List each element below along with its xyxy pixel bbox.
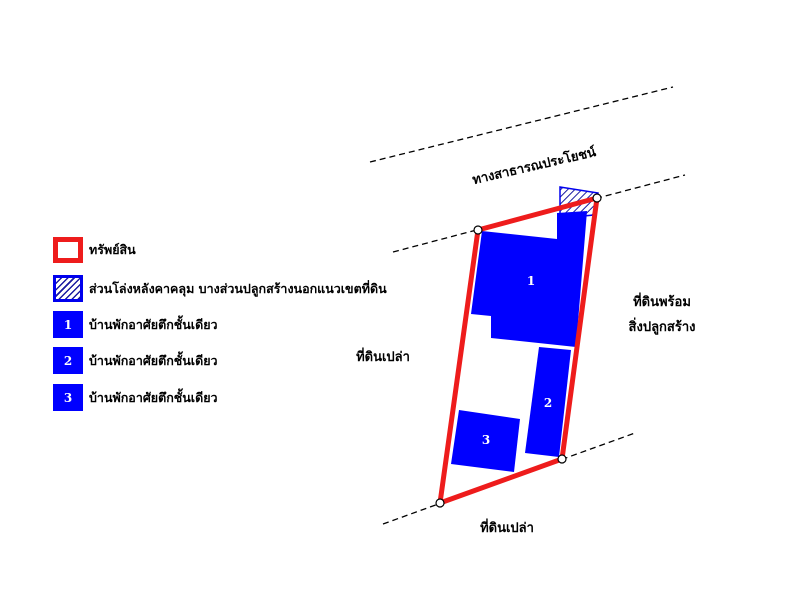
legend-label-open-area: ส่วนโล่งหลังคาคลุม บางส่วนปลูกสร้างนอกแน…: [89, 280, 387, 296]
building-1: [471, 211, 587, 347]
west-label: ที่ดินเปล่า: [356, 347, 410, 365]
legend-item-building-2: 2 บ้านพักอาศัยตึกชั้นเดียว: [53, 344, 218, 377]
legend-item-building-1: 1 บ้านพักอาศัยตึกชั้นเดียว: [53, 308, 218, 341]
legend-item-open-area: ส่วนโล่งหลังคาคลุม บางส่วนปลูกสร้างนอกแน…: [53, 272, 387, 305]
boundary-marker: [435, 498, 445, 508]
legend-item-building-3: 3 บ้านพักอาศัยตึกชั้นเดียว: [53, 381, 218, 414]
boundary-marker: [473, 225, 483, 235]
building-1-swatch: 1: [53, 311, 83, 338]
boundary-marker: [592, 193, 602, 203]
boundary-marker: [557, 454, 567, 464]
east-label-line1: ที่ดินพร้อม: [633, 292, 691, 310]
property-swatch: [53, 236, 83, 263]
building-1-number: 1: [527, 274, 535, 288]
building-2-swatch: 2: [53, 347, 83, 374]
road-label: ทางสาธารณประโยชน์: [471, 143, 598, 188]
legend-label-building-2: บ้านพักอาศัยตึกชั้นเดียว: [89, 352, 218, 368]
building-3: [451, 410, 520, 472]
road-edge-line: [369, 86, 674, 163]
building-3-number: 3: [482, 433, 490, 447]
legend-label-building-1: บ้านพักอาศัยตึกชั้นเดียว: [89, 316, 218, 332]
legend-label-property: ทรัพย์สิน: [89, 241, 136, 257]
building-2: [525, 347, 571, 457]
south-label: ที่ดินเปล่า: [480, 518, 534, 536]
east-label-line2: สิ่งปลูกสร้าง: [628, 317, 695, 335]
legend-label-building-3: บ้านพักอาศัยตึกชั้นเดียว: [89, 389, 218, 405]
building-3-swatch: 3: [53, 384, 83, 411]
building-2-number: 2: [544, 396, 552, 410]
hatch-swatch: [53, 275, 83, 302]
legend-item-property: ทรัพย์สิน: [53, 233, 136, 266]
